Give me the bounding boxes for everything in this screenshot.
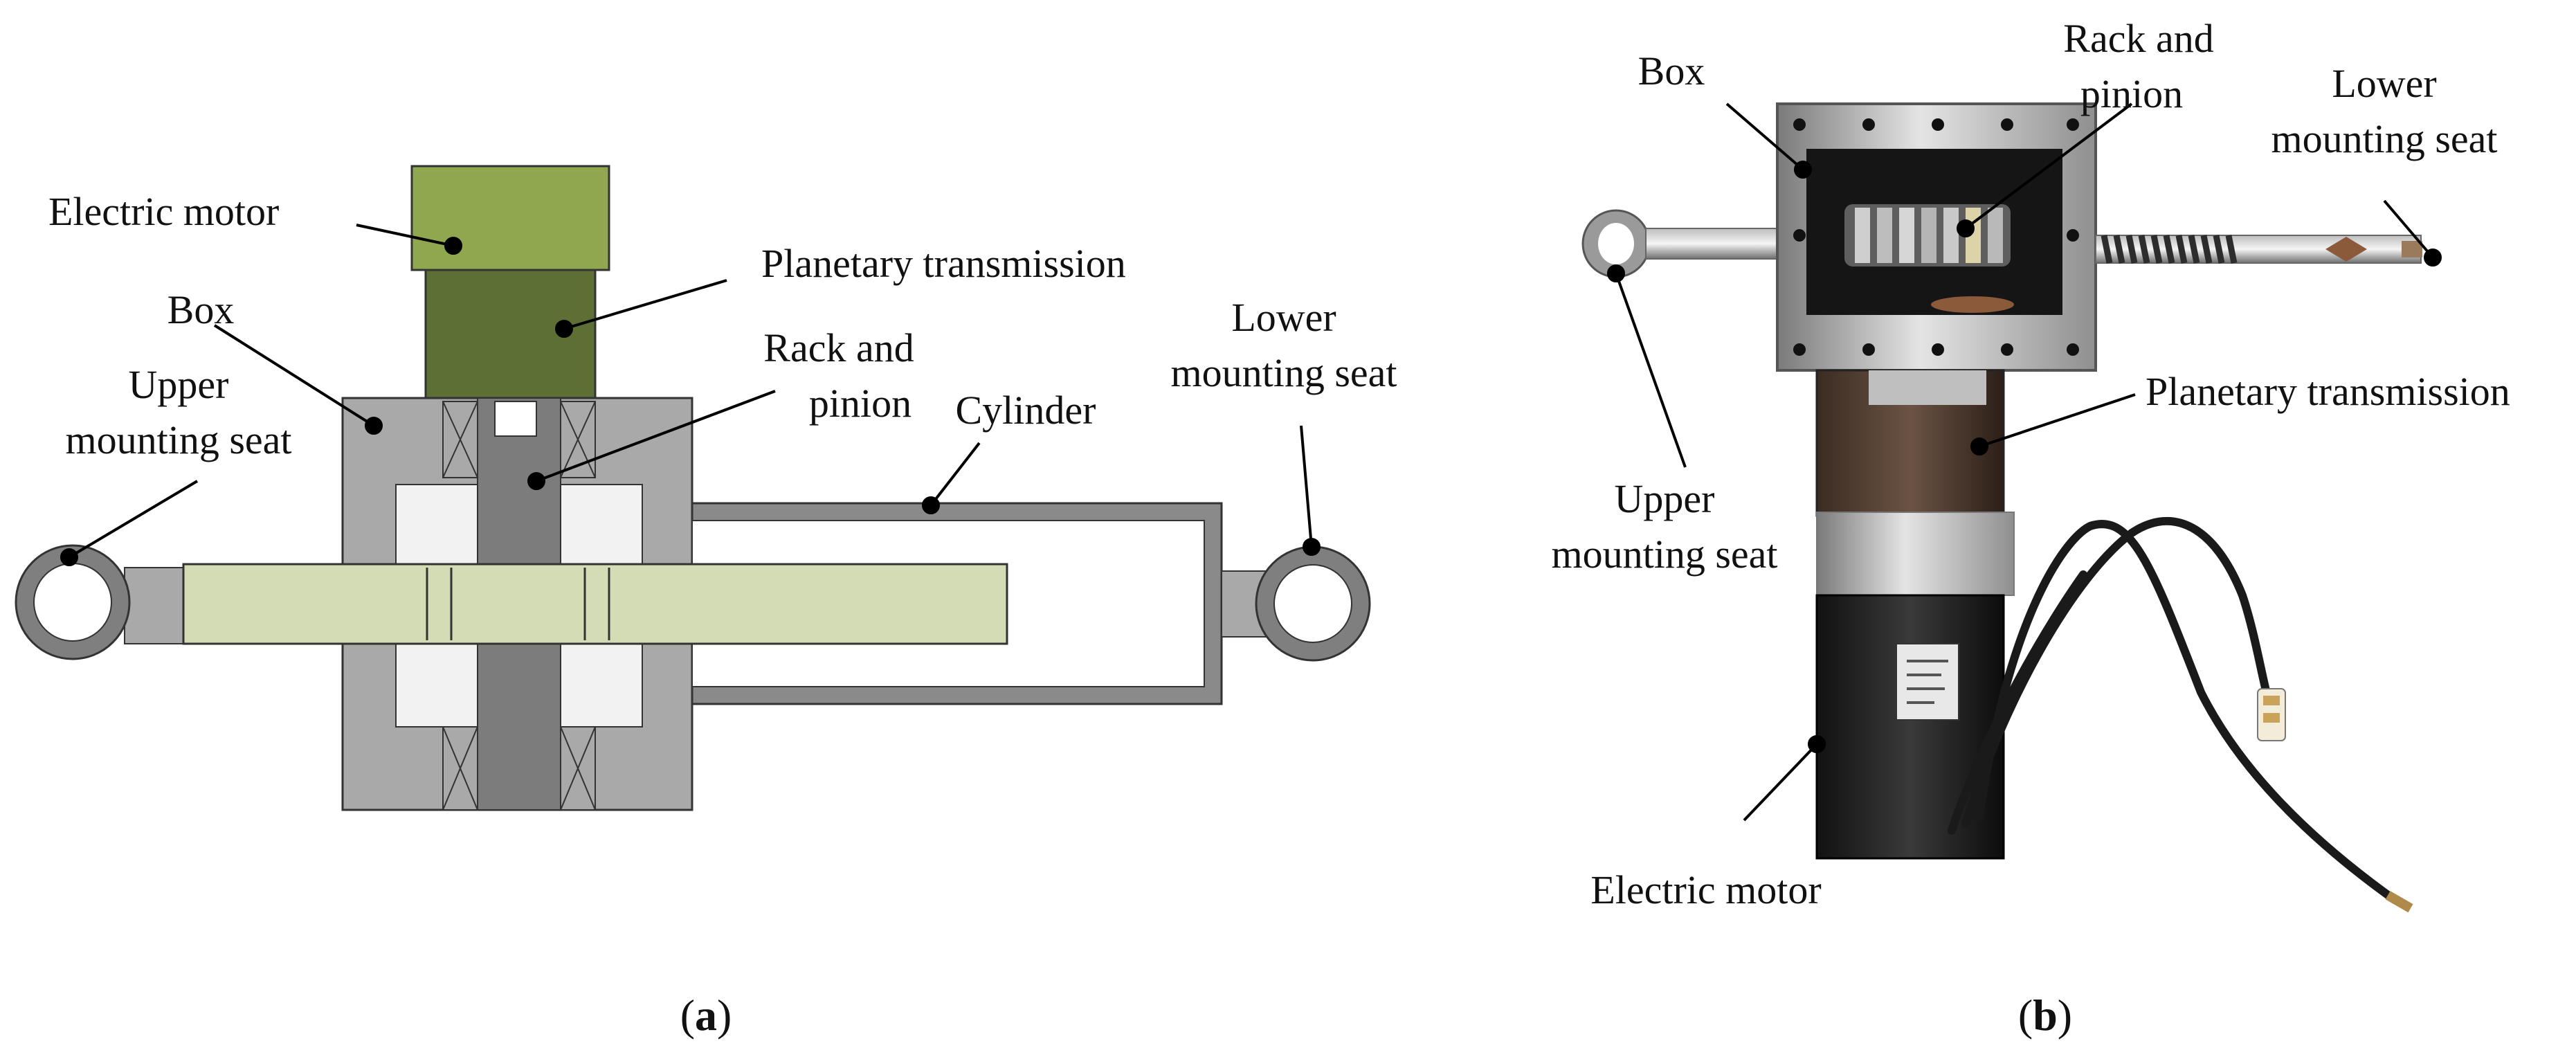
rack-bar (182, 563, 1008, 645)
label-electric-motor-a: Electric motor (48, 189, 279, 234)
photo-box-bolts (1793, 118, 2079, 356)
photo-cable-tip (2385, 891, 2413, 913)
upper-seat-stub (124, 567, 184, 644)
label-box-a: Box (167, 287, 235, 332)
label-rack-and-pinion-b-line2: pinion (2080, 71, 2183, 116)
label-cylinder-a: Cylinder (956, 388, 1096, 433)
bearing-bottom-right (560, 726, 596, 811)
shaft-slot (494, 401, 537, 437)
label-upper-mounting-seat-a-line2: mounting seat (65, 417, 291, 462)
bearing-top-right (560, 401, 596, 478)
label-lower-mounting-seat-a-line1: Lower (1231, 295, 1336, 340)
label-box-b: Box (1638, 48, 1705, 93)
label-rack-and-pinion-a-line1: Rack and (763, 325, 914, 370)
panel-a-leader-lines (60, 224, 1321, 566)
photo-electric-motor (1815, 594, 2005, 860)
label-upper-mounting-seat-b-line1: Upper (1615, 476, 1715, 521)
photo-motor-cables (1948, 517, 2399, 904)
photo-flange-top (1869, 370, 1986, 405)
caption-b: (b) (2018, 991, 2072, 1040)
cavity-lower-left (395, 643, 478, 728)
panel-a-schematic: Electric motor Planetary transmission Bo… (15, 165, 1397, 1040)
bearing-bottom-left (442, 726, 478, 811)
panel-b-photo: Box Rack and pinion Lower mounting seat … (1551, 16, 2510, 1040)
label-rack-and-pinion-a-line2: pinion (809, 381, 911, 426)
panel-b-leader-lines (1607, 102, 2442, 822)
label-planetary-transmission-b: Planetary transmission (2146, 369, 2510, 414)
photo-nameplate-lines (1907, 660, 1948, 704)
photo-cable-connector (2257, 688, 2286, 741)
electric-motor-top (410, 165, 610, 271)
rack-teeth-markers (426, 568, 610, 640)
cavity-upper-right (560, 484, 643, 565)
label-lower-mounting-seat-b-line2: mounting seat (2271, 116, 2497, 161)
upper-mounting-seat-hole (33, 563, 112, 642)
bearing-top-left (442, 401, 478, 478)
label-lower-mounting-seat-b-line1: Lower (2332, 61, 2436, 106)
lower-mounting-seat-hole (1273, 564, 1352, 643)
caption-a: (a) (680, 991, 732, 1040)
cavity-upper-left (395, 484, 478, 565)
label-rack-and-pinion-b-line1: Rack and (2063, 16, 2213, 61)
cavity-lower-right (560, 643, 643, 728)
photo-lower-rod (2095, 235, 2422, 264)
label-planetary-transmission-a: Planetary transmission (761, 241, 1126, 286)
label-lower-mounting-seat-a-line2: mounting seat (1170, 350, 1397, 395)
label-upper-mounting-seat-a-line1: Upper (129, 362, 229, 407)
photo-rack-and-pinion-gears (1844, 204, 2014, 313)
label-upper-mounting-seat-b-line2: mounting seat (1551, 532, 1777, 577)
label-electric-motor-b: Electric motor (1590, 867, 1821, 912)
photo-motor-nameplate (1896, 643, 1959, 721)
photo-mounting-plate (1816, 512, 2015, 596)
